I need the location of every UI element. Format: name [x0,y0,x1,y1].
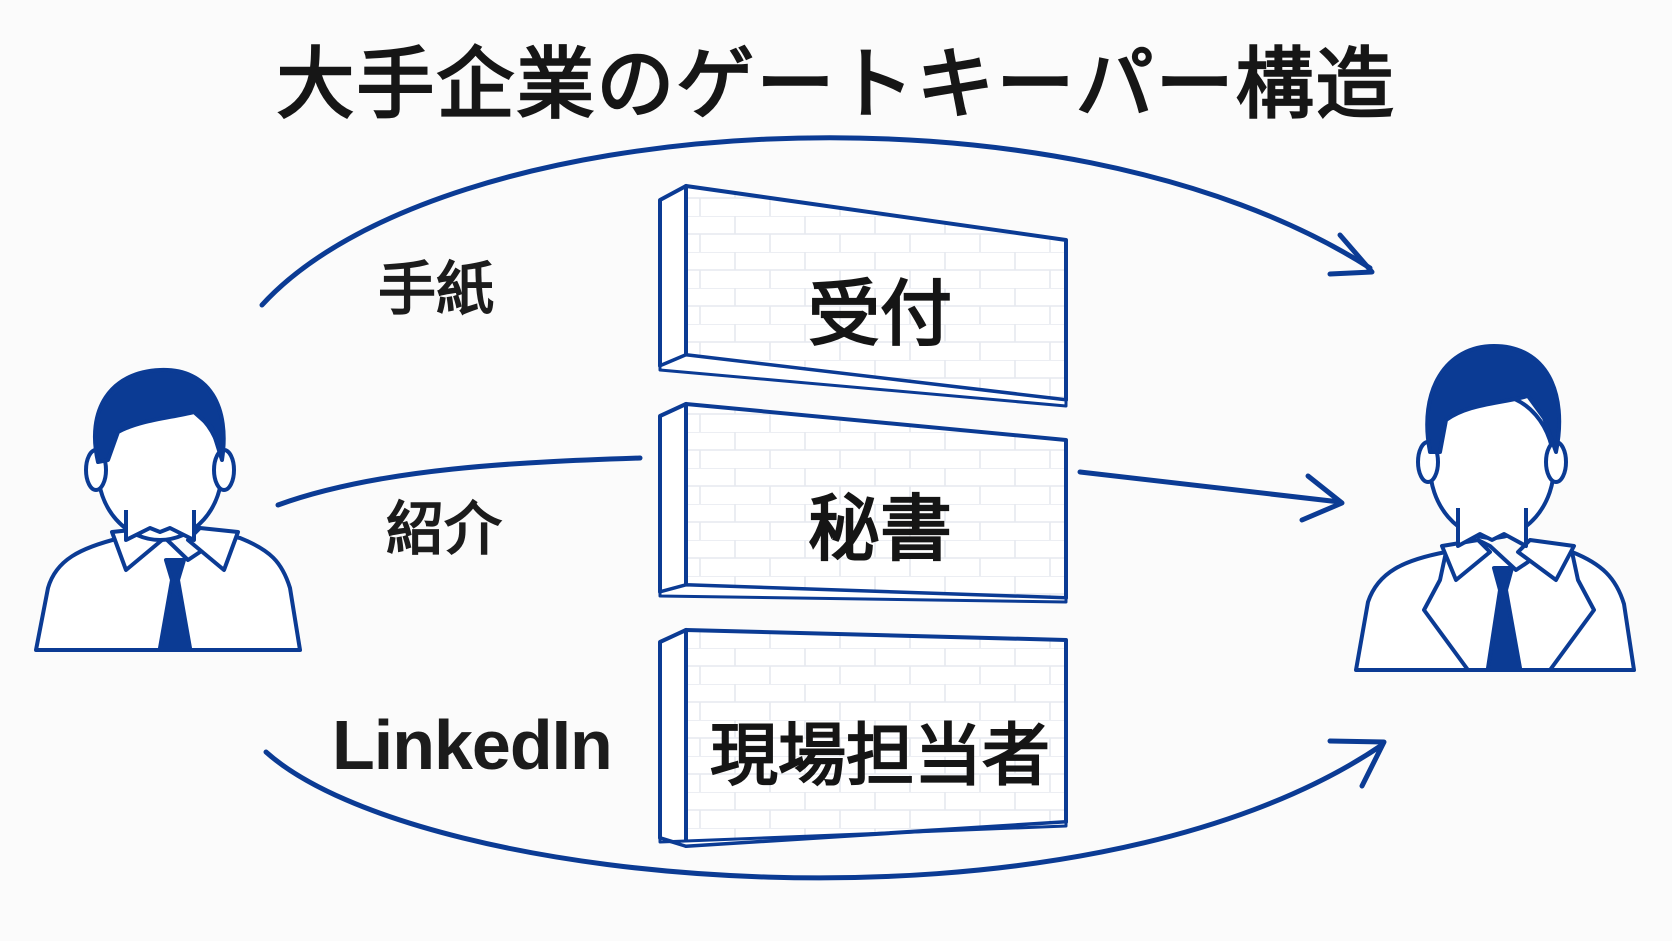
arrowhead-middle [1299,473,1345,523]
wall-label-secretary: 秘書 [807,487,952,571]
arrow-top [259,135,1373,308]
sender-person-icon [34,367,302,652]
diagram-title: 大手企業のゲートキーパー構造 [276,40,1396,130]
route-label-letter: 手紙 [378,255,495,323]
arrow-bottom [263,742,1385,881]
wall-label-reception: 受付 [807,272,952,356]
wall-label-staff: 現場担当者 [709,717,1050,796]
route-label-introduction: 紹介 [386,495,503,563]
route-label-linkedin: LinkedIn [332,706,613,784]
executive-person-icon [1354,344,1636,672]
wall-reception [658,184,1068,408]
arrow-middle-right [1077,469,1343,505]
arrowhead-top [1327,232,1375,277]
wall-secretary [658,402,1068,604]
arrow-middle-left [275,455,643,508]
wall-staff [658,628,1068,848]
arrowhead-bottom [1327,738,1387,789]
